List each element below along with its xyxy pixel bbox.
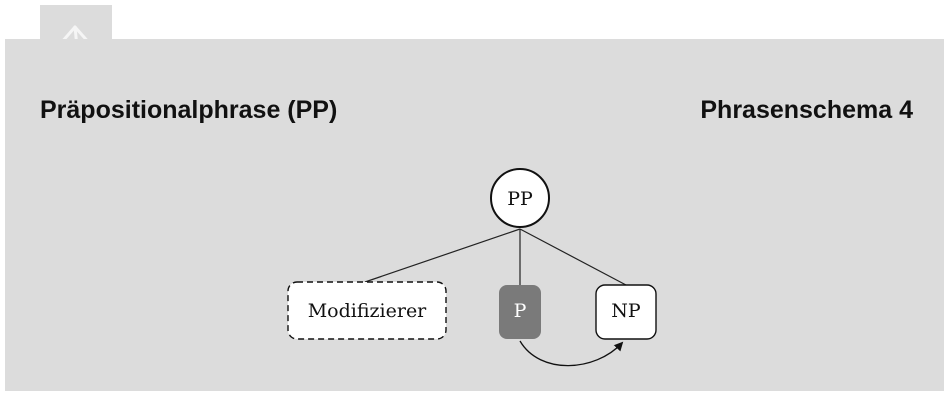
complement-label: NP [611,300,641,322]
content-panel [5,39,944,391]
page-title: Präpositionalphrase (PP) [40,96,338,124]
head-label: P [514,300,527,322]
root-label: PP [507,188,533,210]
tree-node-head: P [499,285,541,339]
edge-pp-modifizierer [364,228,521,283]
edge-pp-np [519,228,627,286]
tree-node-modifier: Modifizierer [287,281,447,340]
tree-node-complement: NP [595,284,657,340]
tree-node-root: PP [490,168,550,228]
government-arrow [519,340,624,367]
schema-number: Phrasenschema 4 [700,96,913,124]
modifier-label: Modifizierer [308,300,427,322]
